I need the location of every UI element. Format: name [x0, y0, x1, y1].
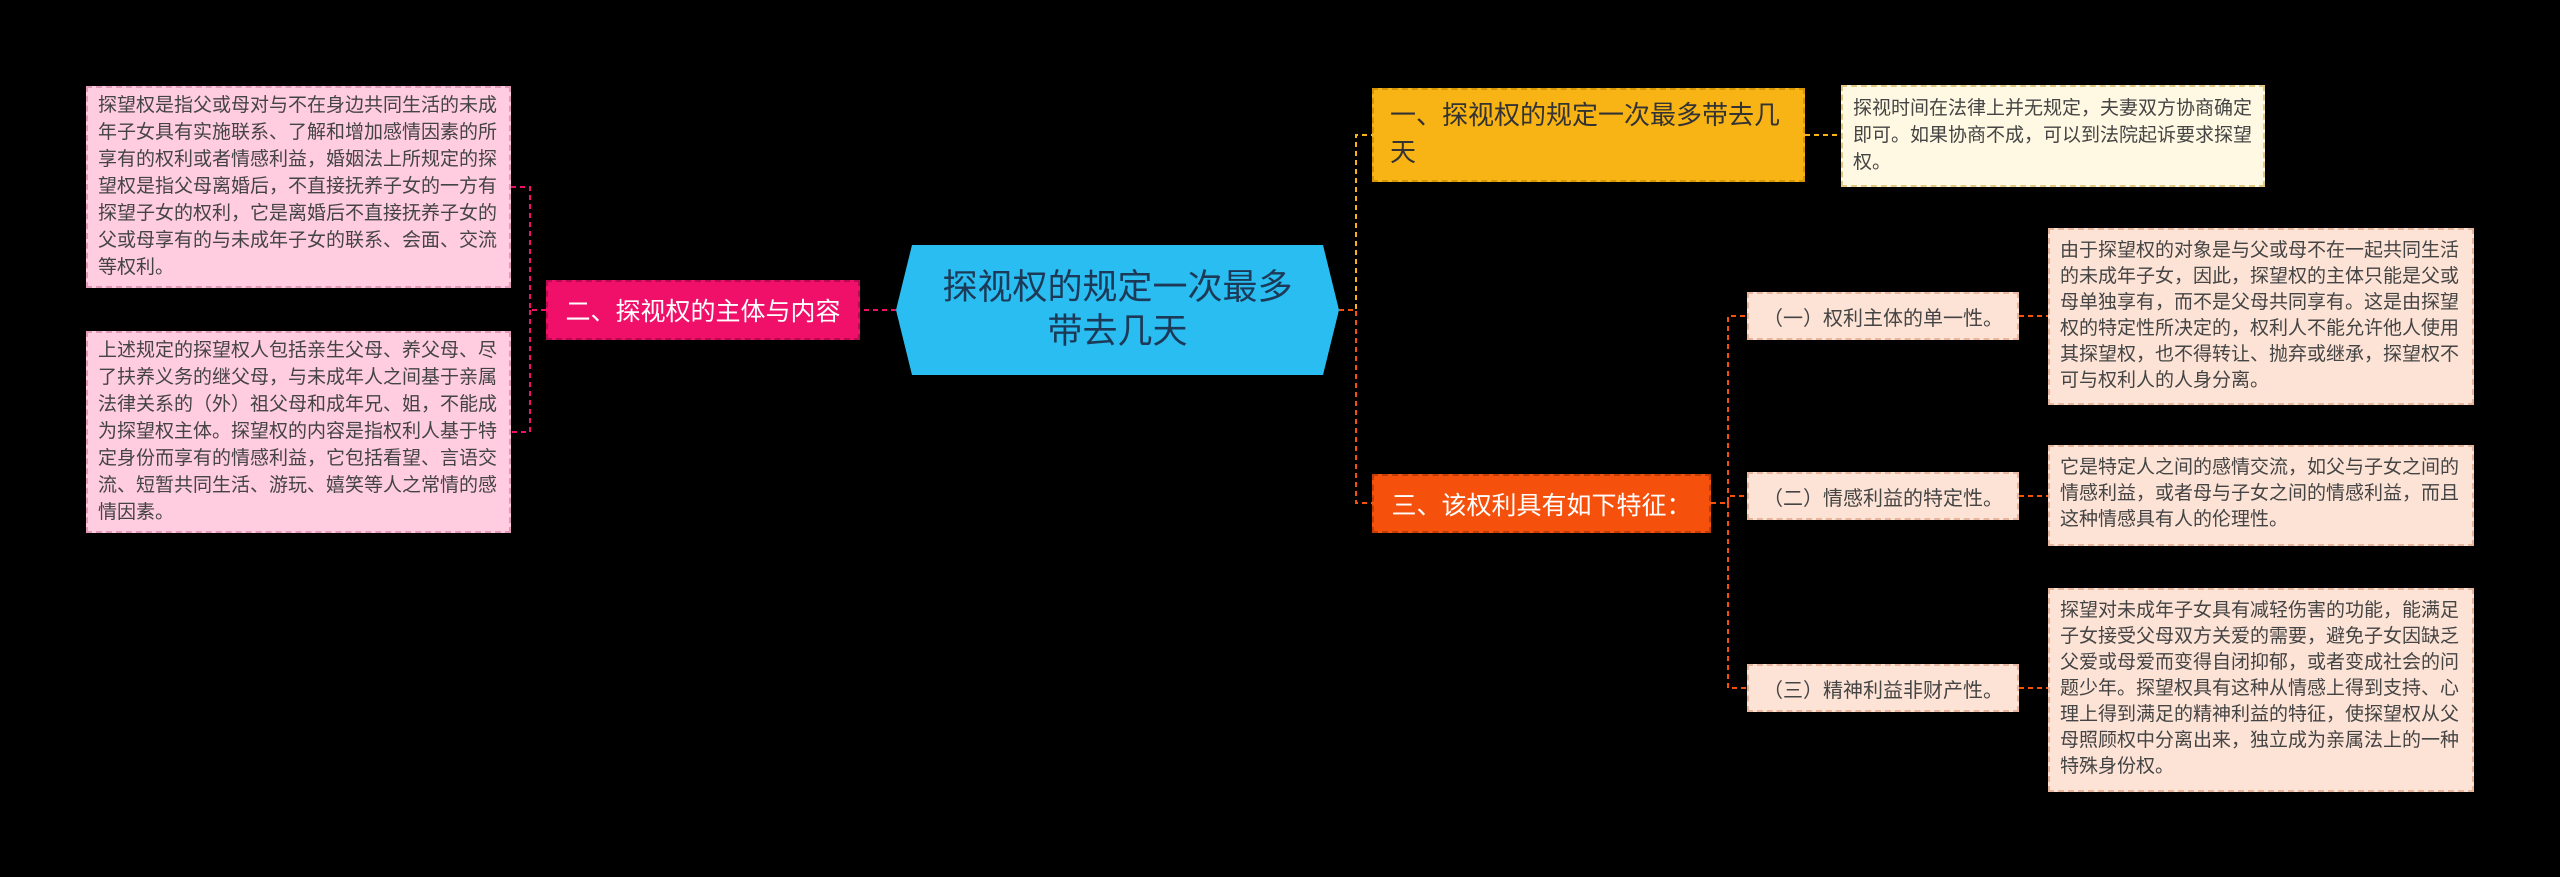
subtopic-2-detail-text: 它是特定人之间的感情交流，如父与子女之间的情感利益，或者母与子女之间的情感利益，…	[2060, 456, 2460, 530]
branch-1-label: 一、探视权的规定一次最多带去几天	[1390, 101, 1781, 168]
branch-1-note-text: 探视时间在法律上并无规定，夫妻双方协商确定即可。如果协商不成，可以到法院起诉要求…	[1853, 97, 2253, 173]
subtopic-3-label: （三）精神利益非财产性。	[1763, 678, 2003, 702]
subtopic-1-label: （一）权利主体的单一性。	[1763, 306, 2003, 330]
link-b2-notes	[511, 186, 546, 433]
branch-2-note-2[interactable]: 上述规定的探望权人包括亲生父母、养父母、尽了扶养义务的继父母，与未成年人之间基于…	[86, 331, 511, 533]
central-topic[interactable]: 探视权的规定一次最多带去几天	[896, 245, 1339, 375]
branch-1-node[interactable]: 一、探视权的规定一次最多带去几天	[1372, 88, 1805, 182]
subtopic-2-detail[interactable]: 它是特定人之间的感情交流，如父与子女之间的情感利益，或者母与子女之间的情感利益，…	[2048, 445, 2474, 546]
branch-2-note-1-text: 探望权是指父或母对与不在身边共同生活的未成年子女具有实施联系、了解和增加感情因素…	[98, 94, 498, 278]
branch-1-note[interactable]: 探视时间在法律上并无规定，夫妻双方协商确定即可。如果协商不成，可以到法院起诉要求…	[1841, 85, 2265, 187]
subtopic-3[interactable]: （三）精神利益非财产性。	[1747, 664, 2019, 712]
link-center-b1	[1339, 134, 1372, 311]
branch-2-note-1[interactable]: 探望权是指父或母对与不在身边共同生活的未成年子女具有实施联系、了解和增加感情因素…	[86, 86, 511, 288]
subtopic-2-label: （二）情感利益的特定性。	[1763, 486, 2003, 510]
link-b3-subs	[1711, 315, 1747, 689]
subtopic-2[interactable]: （二）情感利益的特定性。	[1747, 472, 2019, 520]
branch-3-label: 三、该权利具有如下特征：	[1391, 491, 1692, 520]
subtopic-3-detail[interactable]: 探望对未成年子女具有减轻伤害的功能，能满足子女接受父母双方关爱的需要，避免子女因…	[2048, 588, 2474, 792]
branch-2-node[interactable]: 二、探视权的主体与内容	[546, 280, 860, 340]
subtopic-1[interactable]: （一）权利主体的单一性。	[1747, 292, 2019, 340]
subtopic-1-detail[interactable]: 由于探望权的对象是与父或母不在一起共同生活的未成年子女，因此，探望权的主体只能是…	[2048, 228, 2474, 405]
central-topic-label: 探视权的规定一次最多带去几天	[942, 268, 1293, 352]
subtopic-1-detail-text: 由于探望权的对象是与父或母不在一起共同生活的未成年子女，因此，探望权的主体只能是…	[2060, 239, 2460, 391]
branch-2-label: 二、探视权的主体与内容	[565, 297, 841, 326]
subtopic-3-detail-text: 探望对未成年子女具有减轻伤害的功能，能满足子女接受父母双方关爱的需要，避免子女因…	[2060, 599, 2460, 777]
branch-3-node[interactable]: 三、该权利具有如下特征：	[1372, 474, 1711, 533]
branch-2-note-2-text: 上述规定的探望权人包括亲生父母、养父母、尽了扶养义务的继父母，与未成年人之间基于…	[98, 339, 498, 523]
link-center-b3	[1339, 309, 1372, 504]
